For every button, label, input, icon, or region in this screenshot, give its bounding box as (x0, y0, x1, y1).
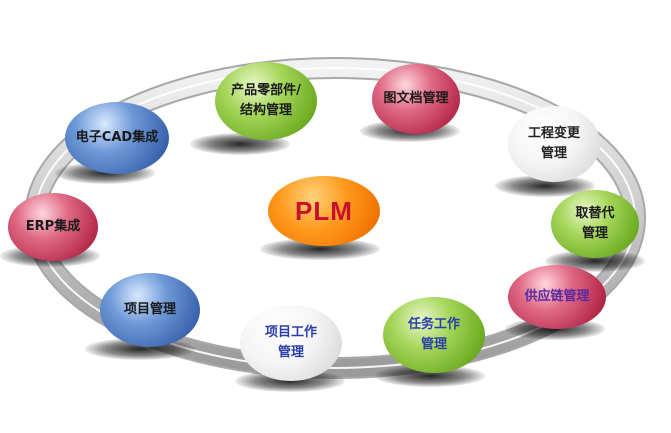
node-project-line1: 项目管理 (123, 301, 176, 317)
node-parts-line1: 产品零部件/ (231, 82, 301, 98)
node-parts-line2: 结构管理 (239, 103, 292, 118)
node-project-work-line2: 管理 (277, 345, 304, 360)
node-task-line1: 任务工作 (407, 316, 460, 332)
node-cad-integration[interactable]: 电子CAD集成 (65, 102, 169, 174)
node-supply-chain[interactable]: 供应链管理 (508, 265, 606, 329)
shadow-project-work (235, 370, 345, 392)
node-substitute-line1: 取替代 (575, 205, 615, 221)
node-change-line2: 管理 (540, 146, 567, 161)
node-engineering-change[interactable]: 工程变更 管理 (508, 106, 600, 182)
node-project-work-line1: 项目工作 (264, 324, 317, 340)
node-substitute[interactable]: 取替代 管理 (551, 190, 639, 258)
node-cad-line1: 电子CAD集成 (75, 129, 159, 145)
node-erp-integration[interactable]: ERP集成 (8, 193, 98, 261)
node-parts-structure[interactable]: 产品零部件/ 结构管理 (215, 62, 317, 140)
node-docs[interactable]: 图文档管理 (372, 64, 460, 134)
shadow-center (260, 238, 380, 260)
node-change-line1: 工程变更 (527, 125, 580, 141)
node-project-work[interactable]: 项目工作 管理 (240, 305, 342, 381)
shadow-task (375, 365, 485, 387)
plm-center-node[interactable]: PLM (268, 176, 380, 246)
plm-center-label: PLM (295, 195, 353, 226)
node-task-line2: 管理 (420, 337, 447, 352)
node-docs-line1: 图文档管理 (383, 90, 449, 106)
node-task-work[interactable]: 任务工作 管理 (383, 297, 485, 373)
node-erp-line1: ERP集成 (25, 218, 81, 234)
node-substitute-line2: 管理 (581, 226, 608, 241)
shadow-change (495, 175, 595, 197)
node-project-management[interactable]: 项目管理 (100, 273, 200, 347)
node-supply-line1: 供应链管理 (524, 288, 590, 304)
